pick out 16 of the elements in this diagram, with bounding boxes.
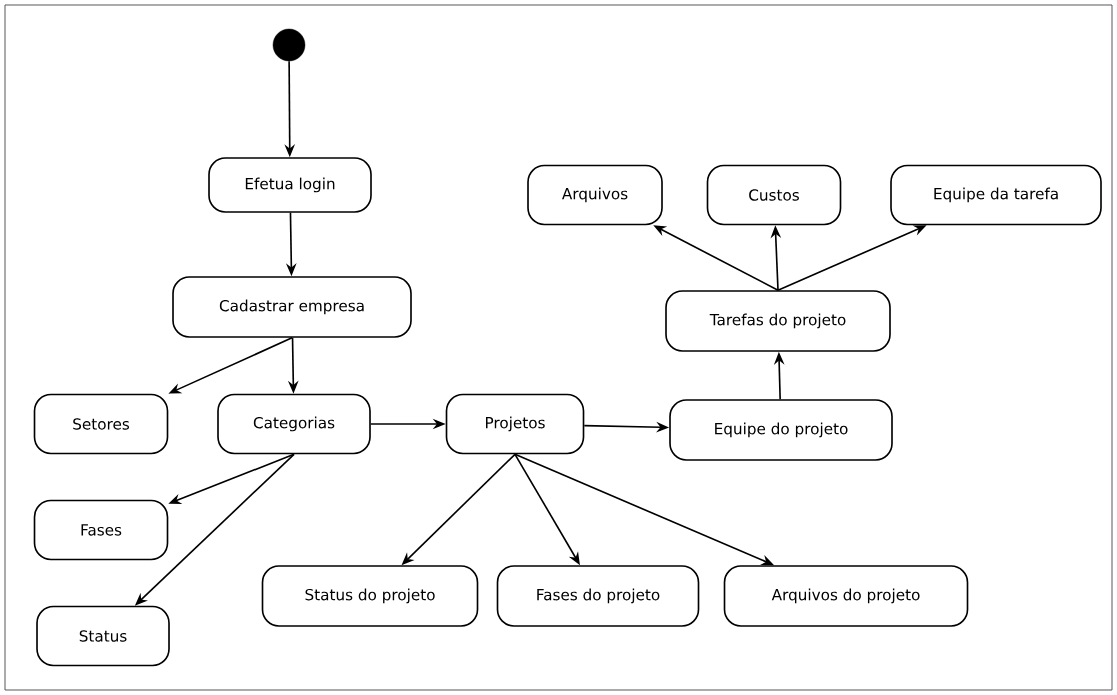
activity-box: Fases do projeto — [496, 565, 700, 627]
activity-box: Projetos — [445, 393, 585, 455]
activity-box: Arquivos — [527, 164, 663, 226]
activity-box: Efetua login — [208, 157, 372, 213]
activity-box: Arquivos do projeto — [723, 565, 969, 627]
activity-box: Fases — [33, 499, 169, 561]
activity-box: Status do projeto — [261, 565, 479, 627]
start-node — [272, 28, 306, 62]
activity-box: Equipe do projeto — [669, 399, 893, 461]
activity-box: Cadastrar empresa — [172, 276, 412, 338]
activity-box: Categorias — [217, 393, 371, 455]
activity-box: Custos — [706, 164, 842, 226]
activity-box: Status — [36, 605, 170, 667]
activity-box: Setores — [33, 393, 169, 455]
activity-box: Tarefas do projeto — [665, 290, 891, 352]
activity-box: Equipe da tarefa — [890, 164, 1102, 226]
